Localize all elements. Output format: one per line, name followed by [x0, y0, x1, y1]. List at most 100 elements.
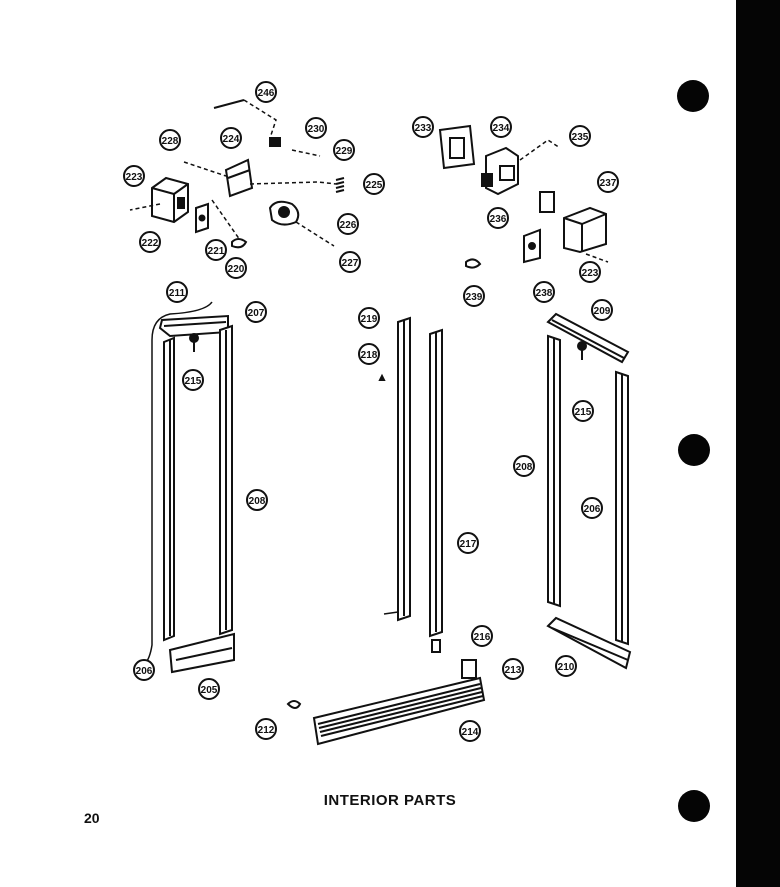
plate-236: [539, 191, 555, 213]
callout-circle: [166, 281, 188, 303]
clip-212: [286, 700, 302, 709]
callout-circle: [220, 127, 242, 149]
callout-circle: [363, 173, 385, 195]
callout-circle: [133, 659, 155, 681]
callout-circle: [487, 207, 509, 229]
bottom-tray-205: [168, 632, 235, 674]
callout-label: 238: [536, 288, 553, 299]
callout-label: 221: [208, 246, 225, 257]
callout-circle: [457, 532, 479, 554]
callout-circle: [255, 718, 277, 740]
callout-label: 215: [575, 407, 592, 418]
callout-label: 234: [493, 123, 510, 134]
callout-label: 207: [248, 308, 265, 319]
callout-circle: [490, 116, 512, 138]
callout-circle: [246, 489, 268, 511]
callout-circle: [581, 497, 603, 519]
callout-circle: [198, 678, 220, 700]
callout-circle: [337, 213, 359, 235]
bracket-224: [224, 158, 254, 198]
punch-hole-3: [678, 790, 710, 822]
callout-label: 213: [505, 665, 522, 676]
callout-label: 224: [223, 134, 240, 145]
callout-circle: [533, 281, 555, 303]
callout-label: 206: [584, 504, 601, 515]
callout-circle: [463, 285, 485, 307]
callout-circle: [459, 720, 481, 742]
box-237: [563, 206, 607, 254]
part-230: [269, 137, 281, 147]
callout-label: 210: [558, 662, 575, 673]
callout-label: 208: [249, 496, 266, 507]
callout-label: 216: [474, 632, 491, 643]
callout-circle: [471, 625, 493, 647]
callout-label: 239: [466, 292, 483, 303]
callout-label: 215: [185, 376, 202, 387]
callout-circle: [255, 81, 277, 103]
callout-circle: [591, 299, 613, 321]
callout-circle: [358, 307, 380, 329]
page-number: 20: [84, 810, 100, 826]
callout-label: 208: [516, 462, 533, 473]
callout-label: 226: [340, 220, 357, 231]
callout-label: 211: [169, 288, 186, 299]
callout-circle: [502, 658, 524, 680]
callout-label: 230: [308, 124, 325, 135]
knob-239: [465, 258, 482, 269]
binding-edge: [736, 0, 780, 887]
callout-circle: [123, 165, 145, 187]
callout-circle: [305, 117, 327, 139]
callout-circle: [569, 125, 591, 147]
callout-circle: [182, 369, 204, 391]
callout-label: 225: [366, 180, 383, 191]
callout-label: 223: [126, 172, 143, 183]
top-bracket-207: [158, 314, 229, 338]
grille-214: [312, 676, 486, 746]
box-222: [151, 176, 189, 224]
callout-circle: [339, 251, 361, 273]
callout-label: 205: [201, 685, 218, 696]
callout-label: 223: [582, 268, 599, 279]
callout-label: 246: [258, 88, 275, 99]
callout-label: 235: [572, 132, 589, 143]
callout-label: 220: [228, 264, 245, 275]
callout-label: 217: [460, 539, 477, 550]
callout-label: 228: [162, 136, 179, 147]
callout-circle: [412, 116, 434, 138]
callout-circle: [205, 239, 227, 261]
screw-215: [189, 333, 199, 343]
callout-circle: [513, 455, 535, 477]
callout-label: 222: [142, 238, 159, 249]
callout-label: 214: [462, 727, 479, 738]
callout-label: 229: [336, 146, 353, 157]
callout-circle: [245, 301, 267, 323]
clip-216: [431, 639, 441, 653]
callout-label: 212: [258, 725, 275, 736]
callout-circle: [159, 129, 181, 151]
pad-213: [461, 659, 477, 679]
callout-circle: [139, 231, 161, 253]
callout-circle: [225, 257, 247, 279]
callout-label: 209: [594, 306, 611, 317]
callout-label: 233: [415, 123, 432, 134]
knob-220: [231, 238, 248, 249]
callout-circle: [597, 171, 619, 193]
callout-circle: [358, 343, 380, 365]
spring-225: [335, 177, 345, 193]
callout-label: 219: [361, 314, 378, 325]
callout-circle: [555, 655, 577, 677]
callout-circle: [333, 139, 355, 161]
wire-211: [144, 301, 213, 665]
callout-label: 227: [342, 258, 359, 269]
caption: INTERIOR PARTS: [323, 792, 457, 809]
callout-label: 237: [600, 178, 617, 189]
callout-label: 218: [361, 350, 378, 361]
callout-circle: [572, 400, 594, 422]
punch-hole-2: [678, 434, 710, 466]
callout-label: 206: [136, 666, 153, 677]
callout-label: 236: [490, 214, 507, 225]
callout-circle: [579, 261, 601, 283]
punch-hole-1: [677, 80, 709, 112]
